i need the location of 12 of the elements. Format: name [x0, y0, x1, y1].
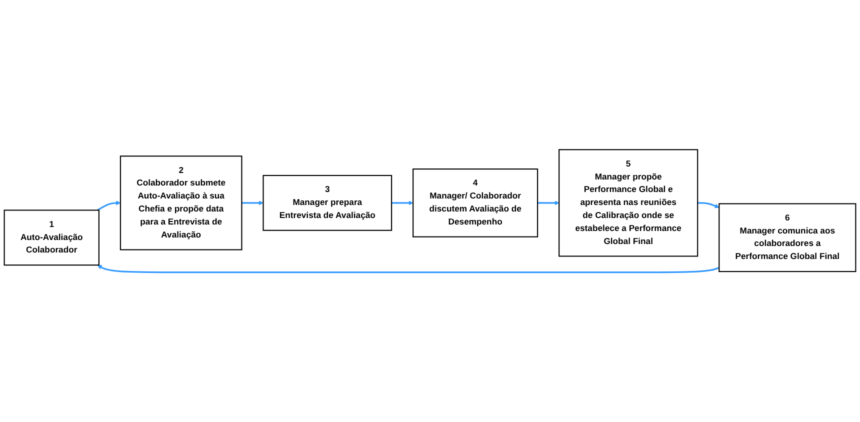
arrow [538, 200, 560, 206]
arrow [698, 202, 720, 208]
arrow [392, 200, 414, 206]
node-box: 5 Manager propõe Performance Global e apresenta nas reuniões de Calibração onde se estabelece a Performance Global Final [558, 149, 698, 257]
node-box: 3 Manager prepara Entrevista de Avaliação [262, 174, 392, 231]
node-box: 6 Manager comunica aos colaboradores a Performance Global Final [718, 203, 856, 272]
arrow [97, 264, 720, 274]
node-box: 4 Manager/ Colaborador discutem Avaliação de Desempenho [412, 168, 538, 238]
node-box: 1 Auto-Avaliação Colaborador [4, 210, 100, 266]
node-box: 2 Colaborador submete Auto-Avaliação à sua Chefia e propõe data para a Entrevista de Avaliação [120, 156, 242, 250]
arrow [97, 200, 121, 211]
arrow [242, 200, 264, 206]
